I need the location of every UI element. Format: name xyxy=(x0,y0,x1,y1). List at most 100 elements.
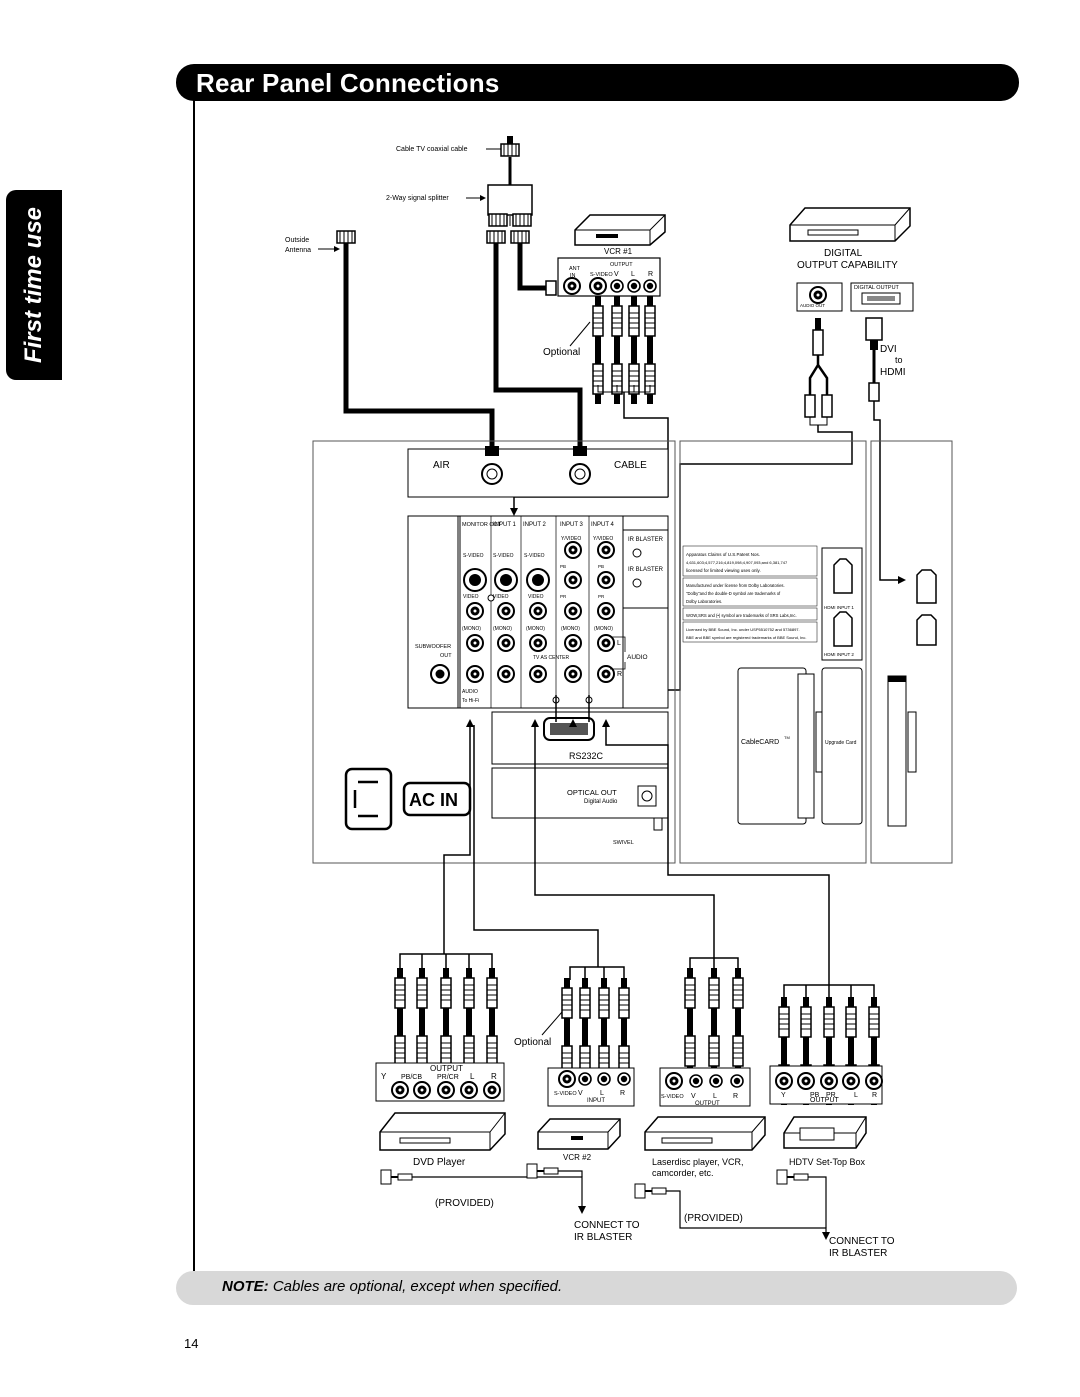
svg-text:VCR #1: VCR #1 xyxy=(604,247,633,256)
svg-text:IR BLASTER: IR BLASTER xyxy=(628,537,664,543)
svg-text:TV AS CENTER: TV AS CENTER xyxy=(533,655,570,661)
svg-text:CableCARD: CableCARD xyxy=(741,739,779,746)
svg-text:V: V xyxy=(691,1093,696,1100)
tv-rear-panel: AIR CABLE MONITOR OUT INPUT 1 INPUT 2 IN… xyxy=(312,440,953,864)
hdtv-stb-group: Y PB PR L R OUTPUT HDTV Set-Top Box CONN… xyxy=(769,984,895,1259)
svg-text:IR BLASTER: IR BLASTER xyxy=(829,1248,887,1259)
splitter-label: 2-Way signal splitter xyxy=(386,195,449,202)
svg-text:L: L xyxy=(713,1093,717,1100)
svg-text:R: R xyxy=(617,671,622,678)
svg-text:V: V xyxy=(614,271,619,278)
svg-text:PB/CB: PB/CB xyxy=(401,1074,422,1081)
svg-text:OUTPUT CAPABILITY: OUTPUT CAPABILITY xyxy=(797,260,898,271)
cable-tv-label: Cable TV coaxial cable xyxy=(396,146,468,153)
svg-text:DVD Player: DVD Player xyxy=(413,1157,466,1168)
note-bar xyxy=(176,1271,1017,1305)
svg-text:AC IN: AC IN xyxy=(409,790,458,810)
svg-text:licensed for limited viewing u: licensed for limited viewing uses only. xyxy=(686,568,761,573)
svg-text:AUDIO: AUDIO xyxy=(462,689,478,695)
svg-text:VIDEO: VIDEO xyxy=(493,594,509,600)
svg-text:CABLE: CABLE xyxy=(614,460,647,471)
svg-text:ANT: ANT xyxy=(569,266,581,272)
vcr1-device: VCR #1 OUTPUT ANT IN S-VIDEO V L R xyxy=(557,214,666,297)
svg-text:DIGITAL OUTPUT: DIGITAL OUTPUT xyxy=(854,285,900,291)
splitter-icon xyxy=(487,184,533,216)
svg-text:BBE and BBE symbol are registe: BBE and BBE symbol are registered tradem… xyxy=(686,635,807,640)
svg-text:OUTPUT: OUTPUT xyxy=(610,262,633,268)
svg-text:To Hi-Fi: To Hi-Fi xyxy=(462,698,479,704)
svg-text:IN: IN xyxy=(570,273,576,279)
svg-text:R: R xyxy=(733,1093,738,1100)
antenna-cable-group: Cable TV coaxial cable 2-Way signal spli… xyxy=(285,136,583,446)
svg-text:WOW,SRS and (•) symbol are tra: WOW,SRS and (•) symbol are trademarks of… xyxy=(686,613,797,618)
svg-text:"Dolby"and the double-D symbol: "Dolby"and the double-D symbol are trade… xyxy=(686,591,781,596)
svg-text:L: L xyxy=(470,1072,475,1081)
page-number: 14 xyxy=(184,1336,199,1351)
svg-text:(MONO): (MONO) xyxy=(526,626,545,632)
svg-text:OUTPUT: OUTPUT xyxy=(810,1097,840,1104)
note-text: NOTE: Cables are optional, except when s… xyxy=(222,1278,562,1295)
svg-text:(PROVIDED): (PROVIDED) xyxy=(435,1198,494,1209)
note-body: Cables are optional, except when specifi… xyxy=(272,1278,563,1295)
svg-text:L: L xyxy=(631,271,635,278)
svg-text:CONNECT TO: CONNECT TO xyxy=(829,1236,895,1247)
svg-text:S-VIDEO: S-VIDEO xyxy=(554,1091,577,1097)
svg-text:(MONO): (MONO) xyxy=(561,626,580,632)
svg-text:PB: PB xyxy=(598,564,604,569)
svg-text:INPUT 2: INPUT 2 xyxy=(523,522,547,528)
svg-text:(MONO): (MONO) xyxy=(462,626,481,632)
svg-text:Manufactured under license fro: Manufactured under license from Dolby La… xyxy=(686,583,785,588)
svg-text:VCR #2: VCR #2 xyxy=(563,1153,592,1162)
antenna-label: Antenna xyxy=(285,247,311,254)
svg-text:VIDEO: VIDEO xyxy=(528,594,544,600)
svg-text:CONNECT TO: CONNECT TO xyxy=(574,1220,640,1231)
svg-text:OPTICAL OUT: OPTICAL OUT xyxy=(567,788,617,797)
svg-text:S-VIDEO: S-VIDEO xyxy=(463,553,484,559)
svg-text:S-VIDEO: S-VIDEO xyxy=(493,553,514,559)
svg-text:SWIVEL: SWIVEL xyxy=(613,840,634,846)
vcr2-group: Optional S-VIDEO V L R INPUT VCR #2 xyxy=(514,966,635,1179)
svg-text:PR: PR xyxy=(560,594,567,599)
svg-text:Dolby Laboratories.: Dolby Laboratories. xyxy=(686,599,722,604)
svg-text:S-VIDEO: S-VIDEO xyxy=(661,1094,684,1100)
svg-text:MONITOR OUT: MONITOR OUT xyxy=(462,522,502,528)
svg-text:camcorder, etc.: camcorder, etc. xyxy=(652,1168,714,1178)
svg-text:OUTPUT: OUTPUT xyxy=(430,1064,463,1073)
svg-text:RS232C: RS232C xyxy=(569,751,604,761)
svg-text:INPUT 4: INPUT 4 xyxy=(591,522,615,528)
svg-text:R: R xyxy=(620,1090,625,1097)
svg-text:PR: PR xyxy=(598,594,605,599)
svg-text:Digital Audio: Digital Audio xyxy=(584,799,618,805)
svg-text:PR: PR xyxy=(826,1092,836,1099)
svg-text:S-VIDEO: S-VIDEO xyxy=(524,553,545,559)
svg-text:R: R xyxy=(491,1072,497,1081)
header-bar xyxy=(176,64,1019,101)
svg-text:HDMI INPUT 2: HDMI INPUT 2 xyxy=(824,652,854,657)
svg-text:R: R xyxy=(872,1092,877,1099)
svg-text:(MONO): (MONO) xyxy=(594,626,613,632)
dvd-player-group: OUTPUT Y PB/CB PR/CR L R DVD Player (PRO… xyxy=(375,953,640,1243)
svg-text:Licensed by BBE Sound, Inc. un: Licensed by BBE Sound, Inc. under USP551… xyxy=(686,627,800,632)
svg-text:HDMI: HDMI xyxy=(880,367,906,378)
note-prefix: NOTE: xyxy=(222,1278,269,1295)
svg-text:L: L xyxy=(617,640,621,647)
outside-label: Outside xyxy=(285,237,309,244)
svg-text:L: L xyxy=(600,1090,604,1097)
svg-text:PB: PB xyxy=(560,564,566,569)
svg-text:AUDIO OUT: AUDIO OUT xyxy=(800,303,825,308)
svg-text:Optional: Optional xyxy=(514,1037,551,1048)
svg-text:IR BLASTER: IR BLASTER xyxy=(628,567,664,573)
svg-text:Upgrade Card: Upgrade Card xyxy=(825,740,857,746)
svg-text:HDMI INPUT 1: HDMI INPUT 1 xyxy=(824,605,854,610)
svg-text:TM: TM xyxy=(784,735,790,740)
svg-text:VIDEO: VIDEO xyxy=(463,594,479,600)
bottom-cable-runs xyxy=(443,695,830,985)
svg-text:R: R xyxy=(648,271,653,278)
svg-text:AUDIO: AUDIO xyxy=(627,654,648,661)
svg-text:Y/VIDEO: Y/VIDEO xyxy=(561,536,581,542)
svg-text:Optional: Optional xyxy=(543,347,580,358)
svg-text:INPUT 1: INPUT 1 xyxy=(493,522,517,528)
svg-text:SUBWOOFER: SUBWOOFER xyxy=(415,644,451,650)
svg-text:PR/CR: PR/CR xyxy=(437,1074,459,1081)
